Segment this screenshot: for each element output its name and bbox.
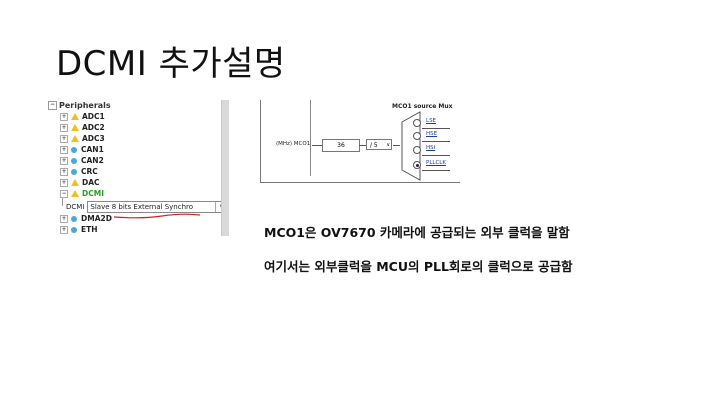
tree-item-crc[interactable]: + CRC <box>60 166 98 177</box>
expand-icon[interactable]: + <box>60 214 68 223</box>
status-dot-icon <box>71 215 77 222</box>
warning-icon <box>71 124 79 131</box>
expand-icon[interactable]: + <box>60 167 68 176</box>
peripherals-tree: − Peripherals + ADC1 + ADC2 + ADC3 + CAN… <box>48 96 228 236</box>
tree-item-can2[interactable]: + CAN2 <box>60 155 104 166</box>
tree-root-label: Peripherals <box>59 101 111 110</box>
tree-connector <box>62 198 63 206</box>
status-dot-icon <box>71 157 77 164</box>
option-line <box>422 128 450 129</box>
diagram-divider <box>310 100 311 176</box>
tree-item-label: DMA2D <box>81 214 112 223</box>
diagram-border <box>260 100 261 182</box>
status-dot-icon <box>71 168 77 175</box>
slide-title: DCMI 추가설명 <box>56 44 286 84</box>
dcmi-mode-label: DCMI <box>66 203 85 211</box>
radio-pllclk-selected[interactable] <box>413 161 421 169</box>
radio-hsi[interactable] <box>413 146 421 154</box>
expand-icon[interactable]: + <box>60 156 68 165</box>
expand-icon[interactable]: + <box>60 178 68 187</box>
tree-item-label: ADC1 <box>82 112 105 121</box>
connector-line <box>359 145 366 146</box>
expand-icon[interactable]: + <box>60 145 68 154</box>
expand-icon[interactable]: + <box>60 134 68 143</box>
option-hsi[interactable]: HSI <box>426 145 436 151</box>
tree-scrollbar[interactable] <box>221 100 229 236</box>
tree-item-adc3[interactable]: + ADC3 <box>60 133 105 144</box>
status-dot-icon <box>71 146 77 153</box>
tree-item-adc2[interactable]: + ADC2 <box>60 122 105 133</box>
option-pllclk[interactable]: PLLCLK <box>426 160 446 166</box>
tree-item-dma2d[interactable]: + DMA2D <box>60 213 112 224</box>
option-lse[interactable]: LSE <box>426 118 437 124</box>
status-dot-icon <box>71 226 77 233</box>
expand-icon[interactable]: + <box>60 112 68 121</box>
dcmi-mode-value: Slave 8 bits External Synchro <box>90 203 194 211</box>
chevron-down-icon[interactable]: ∨ <box>386 142 390 148</box>
tree-item-label: CAN1 <box>81 145 104 154</box>
tree-item-label: CRC <box>81 167 98 176</box>
expand-icon[interactable]: + <box>60 123 68 132</box>
warning-icon <box>71 179 79 186</box>
tree-item-label: DCMI <box>82 189 104 198</box>
tree-item-eth[interactable]: + ETH <box>60 224 98 235</box>
option-line <box>422 141 450 142</box>
mco1-value-field[interactable]: 36 <box>322 139 360 152</box>
dcmi-mode-row: DCMI Slave 8 bits External Synchro ∨ <box>62 198 228 213</box>
red-underline-annotation <box>113 213 201 219</box>
mux-title: MCO1 source Mux <box>392 103 453 110</box>
expand-icon[interactable]: + <box>60 225 68 234</box>
connector-line <box>393 145 400 146</box>
dcmi-mode-select[interactable]: Slave 8 bits External Synchro ∨ <box>87 201 228 213</box>
caption-line-2: 여기서는 외부클럭을 MCU의 PLL회로의 클럭으로 공급함 <box>264 259 573 274</box>
tree-item-can1[interactable]: + CAN1 <box>60 144 104 155</box>
tree-root-peripherals[interactable]: − Peripherals <box>48 100 111 111</box>
tree-item-label: ETH <box>81 225 98 234</box>
warning-icon <box>71 113 79 120</box>
tree-item-adc1[interactable]: + ADC1 <box>60 111 105 122</box>
option-line <box>422 170 450 171</box>
tree-item-label: ADC2 <box>82 123 105 132</box>
tree-item-dac[interactable]: + DAC <box>60 177 100 188</box>
mco1-label: (MHz) MCO1 <box>276 141 311 147</box>
collapse-icon[interactable]: − <box>48 101 57 110</box>
warning-icon <box>71 190 79 197</box>
mco-clock-diagram: MCO1 source Mux (MHz) MCO1 36 / 5 ∨ LSE … <box>258 100 462 184</box>
tree-item-label: ADC3 <box>82 134 105 143</box>
diagram-border <box>260 182 460 183</box>
tree-item-dcmi[interactable]: − DCMI <box>60 188 104 199</box>
option-line <box>422 155 450 156</box>
radio-hse[interactable] <box>413 132 421 140</box>
radio-lse[interactable] <box>413 119 421 127</box>
tree-item-label: DAC <box>82 178 100 187</box>
mco1-divider-value: / 5 <box>370 142 378 149</box>
warning-icon <box>71 135 79 142</box>
connector-line <box>312 145 322 146</box>
option-hse[interactable]: HSE <box>426 131 438 137</box>
collapse-icon[interactable]: − <box>60 189 68 198</box>
tree-item-label: CAN2 <box>81 156 104 165</box>
mco1-divider-select[interactable]: / 5 ∨ <box>366 139 392 150</box>
caption-line-1: MCO1은 OV7670 카메라에 공급되는 외부 클럭을 말함 <box>264 225 570 240</box>
